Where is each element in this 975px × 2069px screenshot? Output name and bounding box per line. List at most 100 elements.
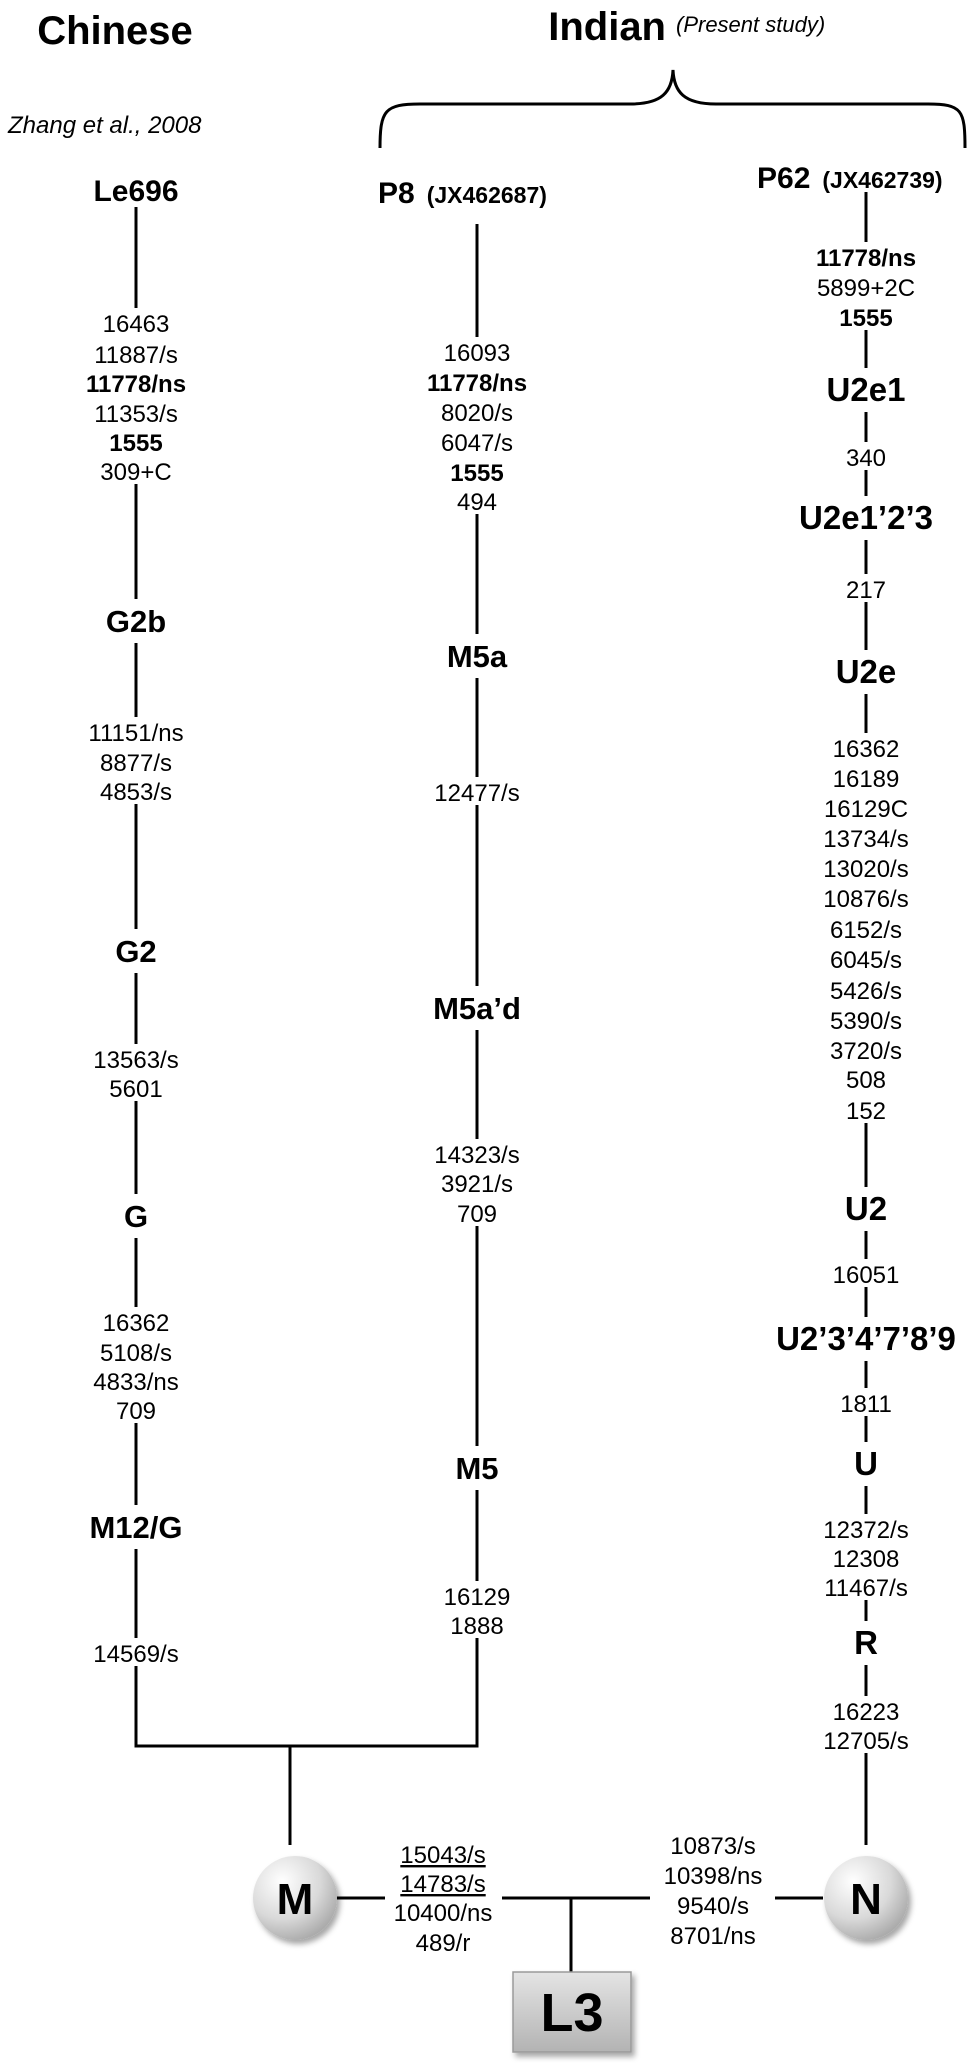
haplogroup-le696-g: G [124, 1199, 148, 1234]
mutation-p8-3921-s: 3921/s [441, 1171, 513, 1198]
node-l3-label: L3 [540, 1983, 603, 2043]
mutation-p62-16051: 16051 [833, 1262, 900, 1289]
haplogroup-p8-m5a: M5a [447, 639, 508, 674]
mutation-p8-1888: 1888 [450, 1613, 503, 1640]
mutation-m-to-l3-10400-ns: 10400/ns [394, 1900, 493, 1927]
mutation-le696-709: 709 [116, 1398, 156, 1425]
mutation-p62-6045-s: 6045/s [830, 947, 902, 974]
mutation-p62-10876-s: 10876/s [823, 886, 908, 913]
mutation-p62-217: 217 [846, 577, 886, 604]
indian-brace [378, 69, 967, 149]
mutation-p62-340: 340 [846, 445, 886, 472]
indian-heading: Indian [548, 5, 666, 49]
mutation-le696-11778-ns: 11778/ns [86, 371, 186, 398]
mutation-p62-16223: 16223 [833, 1699, 900, 1726]
mutation-le696-16362: 16362 [103, 1310, 170, 1337]
mutation-p62-5426-s: 5426/s [830, 978, 902, 1005]
mutation-p8-16093: 16093 [444, 340, 511, 367]
node-l3: L3 [512, 1971, 632, 2053]
haplogroup-le696-g2b: G2b [106, 604, 166, 639]
mutation-p62-11778-ns: 11778/ns [816, 245, 916, 272]
mutation-p8-14323-s: 14323/s [434, 1142, 519, 1169]
mutation-p62-16129c: 16129C [824, 796, 908, 823]
haplogroup-p8-m5a-d: M5a’d [433, 991, 521, 1026]
mutation-p62-5390-s: 5390/s [830, 1008, 902, 1035]
mutation-le696-11887-s: 11887/s [94, 342, 178, 369]
sample-p8-header: P8 (JX462687) [378, 177, 547, 210]
node-m-label: M [277, 1875, 314, 1924]
mutation-le696-11151-ns: 11151/ns [88, 720, 183, 747]
mutation-le696-13563-s: 13563/s [93, 1047, 178, 1074]
mutation-p62-5899-2c: 5899+2C [817, 275, 915, 302]
mutation-p62-16189: 16189 [833, 766, 900, 793]
node-m: M [253, 1856, 337, 1940]
mutation-le696-16463: 16463 [103, 311, 170, 338]
node-n: N [824, 1856, 908, 1940]
mutation-p62-3720-s: 3720/s [830, 1038, 902, 1065]
haplogroup-p62-u2e1: U2e1 [827, 371, 906, 408]
mutation-le696-5601: 5601 [109, 1076, 162, 1103]
mutation-p8-11778-ns: 11778/ns [427, 370, 527, 397]
accession-p62: (JX462739) [822, 167, 942, 193]
haplogroup-p62-u2: U2 [845, 1190, 887, 1227]
mutation-le696-5108-s: 5108/s [100, 1340, 172, 1367]
mutation-le696-11353-s: 11353/s [94, 401, 178, 428]
node-m-circle [253, 1856, 337, 1940]
mutation-p62-16362: 16362 [833, 736, 900, 763]
citation-label: Zhang et al., 2008 [7, 112, 202, 139]
mutation-p8-8020-s: 8020/s [441, 400, 513, 427]
haplogroup-le696-m12-g: M12/G [89, 1510, 182, 1545]
m-branch-connector [134, 1706, 479, 1748]
mutation-le696-14569-s: 14569/s [93, 1641, 178, 1668]
mutation-p8-16129: 16129 [444, 1584, 511, 1611]
mutation-p8-709: 709 [457, 1201, 497, 1228]
mutation-l3-to-n-10873-s: 10873/s [670, 1833, 755, 1860]
mutation-p8-12477-s: 12477/s [434, 780, 519, 807]
accession-p8: (JX462687) [427, 182, 547, 208]
chinese-heading: Chinese [37, 9, 193, 53]
mutation-p62-11467-s: 11467/s [824, 1575, 908, 1602]
sample-le696-label: Le696 [93, 175, 178, 208]
haplogroup-le696-g2: G2 [115, 934, 156, 969]
node-l3-box [512, 1971, 632, 2053]
mutation-p62-6152-s: 6152/s [830, 917, 902, 944]
haplogroup-p62-u2e1-2-3: U2e1’2’3 [799, 499, 933, 536]
haplogroup-p8-m5: M5 [455, 1451, 498, 1486]
mutation-p8-1555: 1555 [450, 460, 503, 487]
mutation-p62-1811: 1811 [840, 1391, 892, 1418]
mutation-l3-to-n-10398-ns: 10398/ns [664, 1863, 763, 1890]
mutation-p8-494: 494 [457, 489, 497, 516]
sample-p62-header: P62 (JX462739) [757, 162, 943, 195]
sample-p8-label: P8 [378, 177, 415, 210]
mutation-p62-1555: 1555 [839, 305, 892, 332]
mutation-p62-13020-s: 13020/s [823, 856, 908, 883]
node-n-label: N [850, 1875, 882, 1924]
mutation-m-to-l3-15043-s: 15043/s [400, 1842, 485, 1869]
haplogroup-p62-u2-3-4-7-8-9: U2’3’4’7’8’9 [776, 1320, 956, 1357]
mutation-p8-6047-s: 6047/s [441, 430, 513, 457]
haplogroup-p62-u2e: U2e [836, 653, 897, 690]
mutation-p62-152: 152 [846, 1098, 886, 1125]
mutation-le696-4833-ns: 4833/ns [93, 1369, 178, 1396]
mutation-le696-4853-s: 4853/s [100, 779, 172, 806]
haplogroup-p62-r: R [854, 1624, 878, 1661]
mutation-m-to-l3-14783-s: 14783/s [400, 1871, 485, 1898]
present-study-note: (Present study) [676, 12, 825, 37]
mutation-le696-8877-s: 8877/s [100, 750, 172, 777]
mutation-l3-to-n-8701-ns: 8701/ns [670, 1923, 755, 1950]
mutation-p62-12705-s: 12705/s [823, 1728, 908, 1755]
sample-p62-label: P62 [757, 162, 810, 195]
mutation-p62-13734-s: 13734/s [823, 826, 908, 853]
node-n-circle [824, 1856, 908, 1940]
mutation-p62-12308: 12308 [833, 1546, 900, 1573]
mutation-p62-508: 508 [846, 1067, 886, 1094]
mutation-m-to-l3-489-r: 489/r [416, 1930, 471, 1957]
haplogroup-p62-u: U [854, 1445, 878, 1482]
mutation-le696-1555: 1555 [109, 430, 162, 457]
mutation-p62-12372-s: 12372/s [823, 1517, 908, 1544]
mutation-le696-309-c: 309+C [100, 459, 171, 486]
